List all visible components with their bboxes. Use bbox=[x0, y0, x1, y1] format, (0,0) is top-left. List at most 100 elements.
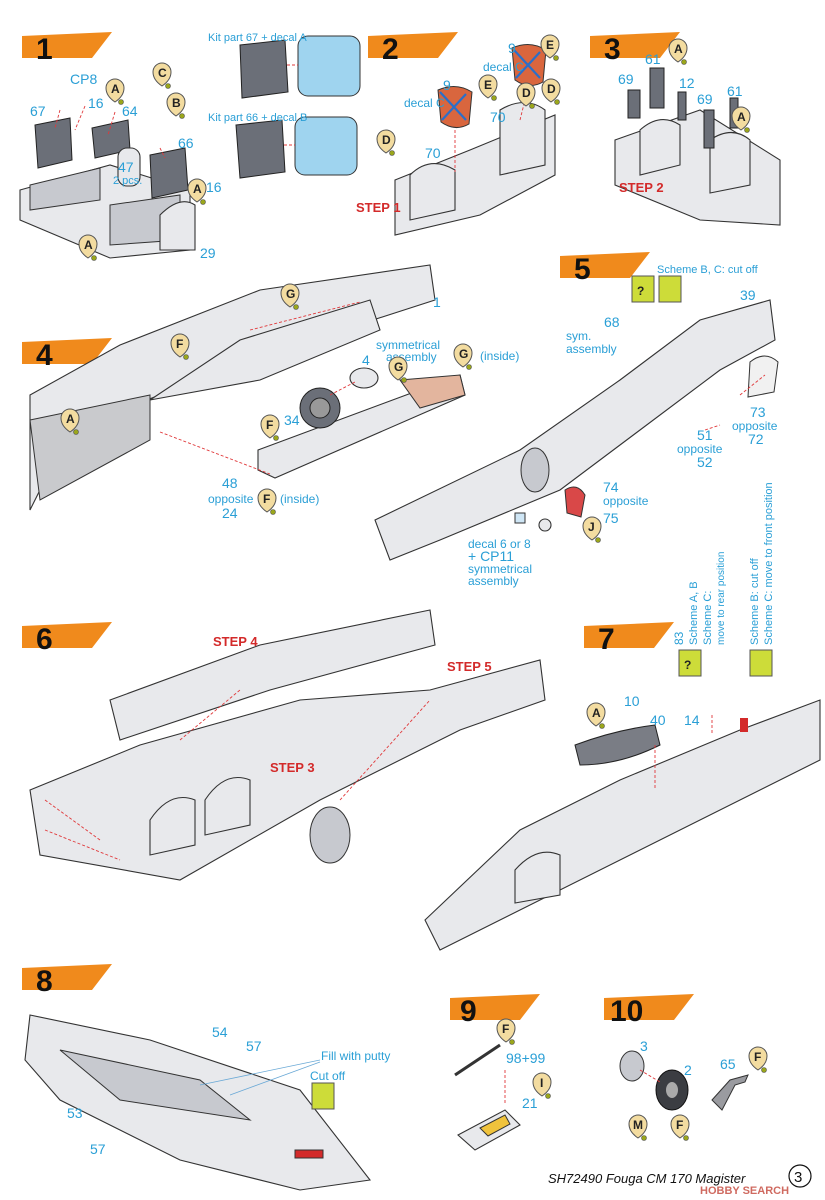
svg-text:I: I bbox=[540, 1076, 543, 1090]
step-header-9: 9 bbox=[450, 994, 540, 1028]
step4-tag-a: A bbox=[60, 408, 80, 435]
svg-text:G: G bbox=[459, 347, 468, 361]
step4-inside1: (inside) bbox=[480, 349, 519, 363]
svg-text:B: B bbox=[172, 96, 181, 110]
step5-part-73: 73 bbox=[750, 404, 766, 420]
step4-inside2: (inside) bbox=[280, 492, 319, 506]
step9-tag-f: F bbox=[496, 1018, 516, 1045]
svg-text:A: A bbox=[111, 82, 120, 96]
step9-drawing bbox=[454, 1043, 521, 1151]
step2-decal-c2: decal C bbox=[404, 96, 445, 110]
step10-tag-m: M bbox=[628, 1114, 648, 1141]
step6-step5-ref: STEP 5 bbox=[447, 659, 492, 674]
svg-text:F: F bbox=[502, 1022, 509, 1036]
step7-scheme-c-front: Scheme C: move to front position bbox=[763, 482, 775, 645]
step1-part-47: 47 bbox=[118, 159, 134, 175]
step-header-1: 1 bbox=[22, 32, 112, 66]
step4-sym: symmetrical bbox=[376, 338, 440, 352]
step4-part-34: 34 bbox=[284, 412, 300, 428]
step3-part-69b: 69 bbox=[697, 91, 713, 107]
step4-tag-f3: F bbox=[257, 488, 277, 515]
step10-part-2: 2 bbox=[684, 1062, 692, 1078]
page-number: 3 bbox=[794, 1169, 802, 1186]
step-header-6: 6 bbox=[22, 622, 112, 656]
step1-kit66-label: Kit part 66 + decal B bbox=[208, 112, 307, 124]
step5-opposite1: opposite bbox=[732, 419, 778, 433]
step1-part-29: 29 bbox=[200, 245, 216, 261]
step4-opposite: opposite bbox=[208, 492, 254, 506]
svg-text:E: E bbox=[484, 78, 492, 92]
svg-text:D: D bbox=[522, 86, 531, 100]
step8-drawing bbox=[24, 1014, 372, 1191]
step3-tag-a2: A bbox=[731, 106, 751, 133]
step1-tag-a3: A bbox=[78, 234, 98, 261]
step1-drawing bbox=[19, 35, 361, 259]
svg-text:M: M bbox=[633, 1118, 643, 1132]
step2-part-9b: 9 bbox=[443, 77, 451, 93]
step7-scheme-ab: Scheme A, B bbox=[688, 581, 700, 645]
svg-text:A: A bbox=[737, 110, 746, 124]
svg-text:F: F bbox=[266, 418, 273, 432]
svg-text:4: 4 bbox=[36, 339, 53, 372]
step1-tag-c: C bbox=[152, 62, 172, 89]
step5-sym: sym. bbox=[566, 329, 591, 343]
step6-drawing bbox=[29, 609, 546, 881]
step1-cp8: CP8 bbox=[70, 71, 97, 87]
svg-text:9: 9 bbox=[460, 995, 477, 1028]
step1-kit67-label: Kit part 67 + decal A bbox=[208, 32, 307, 44]
step5-cp11: + CP11 bbox=[468, 548, 514, 564]
svg-text:F: F bbox=[754, 1050, 761, 1064]
step2-tag-e1: E bbox=[540, 34, 560, 61]
svg-text:F: F bbox=[263, 492, 270, 506]
step3-tag-a1: A bbox=[668, 38, 688, 65]
step3-part-61b: 61 bbox=[727, 83, 743, 99]
svg-text:A: A bbox=[193, 182, 202, 196]
step2-tag-d3: D bbox=[376, 129, 396, 156]
step5-assembly: assembly bbox=[566, 342, 617, 356]
step1-tag-a2: A bbox=[187, 178, 207, 205]
step8-putty-note: Fill with putty bbox=[321, 1049, 390, 1063]
step2-tag-d2: D bbox=[516, 82, 536, 109]
step10-part-65: 65 bbox=[720, 1056, 736, 1072]
step5-part-52: 52 bbox=[697, 454, 713, 470]
step9-part-98-99: 98+99 bbox=[506, 1050, 546, 1066]
svg-text:10: 10 bbox=[610, 995, 643, 1028]
step4-tag-g3: G bbox=[388, 356, 408, 383]
step5-part-51: 51 bbox=[697, 427, 713, 443]
footer-title: SH72490 Fouga CM 170 Magister bbox=[548, 1171, 746, 1186]
svg-text:1: 1 bbox=[36, 33, 53, 66]
step7-part-40: 40 bbox=[650, 712, 666, 728]
svg-text:A: A bbox=[84, 238, 93, 252]
step8-part-53: 53 bbox=[67, 1105, 83, 1121]
step1-part-66: 66 bbox=[178, 135, 194, 151]
step7-scheme-b: Scheme B: cut off bbox=[749, 557, 761, 645]
step5-decal-note: decal 6 or 8 bbox=[468, 537, 531, 551]
step1-part-16a: 16 bbox=[88, 95, 104, 111]
step-header-3: 3 bbox=[590, 32, 680, 66]
step2-step-ref: STEP 1 bbox=[356, 200, 401, 215]
step1-pcs: 2 pcs. bbox=[113, 175, 142, 187]
step8-part-54: 54 bbox=[212, 1024, 228, 1040]
svg-text:J: J bbox=[588, 520, 595, 534]
step8-cut-off: Cut off bbox=[310, 1069, 346, 1083]
step5-opposite3: opposite bbox=[603, 494, 649, 508]
step5-scheme-note: Scheme B, C: cut off bbox=[657, 264, 759, 276]
svg-text:A: A bbox=[66, 412, 75, 426]
step10-tag-f2: F bbox=[670, 1114, 690, 1141]
step7-tag-a: A bbox=[586, 702, 606, 729]
step6-step3-ref: STEP 3 bbox=[270, 760, 315, 775]
step4-part-1: 1 bbox=[433, 294, 441, 310]
step-header-4: 4 bbox=[22, 338, 112, 372]
step3-drawing bbox=[614, 67, 781, 226]
step-header-10: 10 bbox=[604, 994, 694, 1028]
step7-drawing bbox=[424, 649, 821, 951]
step5-symmetrical: symmetrical bbox=[468, 562, 532, 576]
step1-tag-b: B bbox=[166, 92, 186, 119]
step5-drawing bbox=[374, 275, 779, 561]
step-header-7: 7 bbox=[584, 622, 674, 656]
step5-assembly2: assembly bbox=[468, 574, 519, 588]
step5-part-72: 72 bbox=[748, 431, 764, 447]
step1-part-67: 67 bbox=[30, 103, 46, 119]
step-header-8: 8 bbox=[22, 964, 112, 998]
step-header-5: 5 bbox=[560, 252, 650, 286]
